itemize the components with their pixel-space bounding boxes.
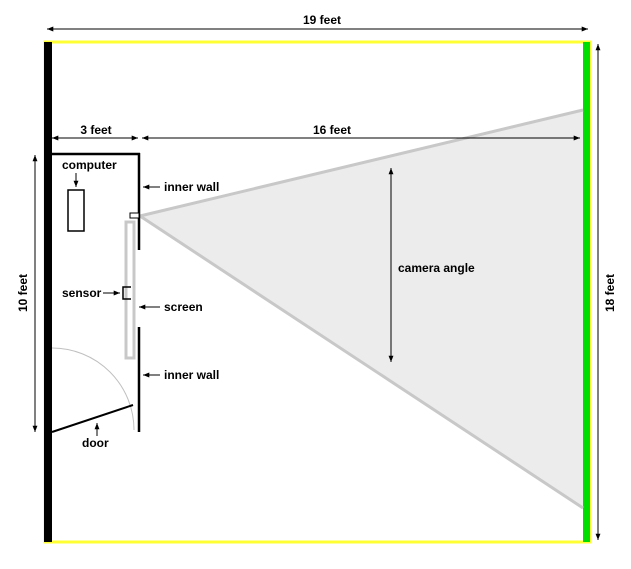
label-computer: computer xyxy=(62,158,117,172)
label-sensor: sensor xyxy=(62,286,102,300)
label-width-room: 16 feet xyxy=(313,123,351,137)
label-width-alcove: 3 feet xyxy=(80,123,111,137)
door-swing-arc xyxy=(51,347,135,431)
label-inner-wall-top: inner wall xyxy=(164,180,219,194)
camera-cone-edge-top xyxy=(139,108,584,218)
label-camera-angle: camera angle xyxy=(398,261,475,275)
camera-view-cone xyxy=(140,110,583,508)
label-inner-wall-bottom: inner wall xyxy=(164,368,219,382)
camera-mount xyxy=(129,212,140,219)
sensor-bracket xyxy=(122,286,131,300)
computer-box xyxy=(67,189,85,232)
left-wall xyxy=(44,42,52,542)
label-screen: screen xyxy=(164,300,203,314)
label-door: door xyxy=(82,436,109,450)
label-height-left: 10 feet xyxy=(16,274,30,312)
door-leaf xyxy=(51,404,134,433)
screen-panel xyxy=(124,220,136,360)
camera-cone-edge-bottom xyxy=(139,214,584,510)
label-width-total: 19 feet xyxy=(303,13,341,27)
label-height-right: 18 feet xyxy=(603,274,617,312)
right-wall xyxy=(583,42,590,542)
